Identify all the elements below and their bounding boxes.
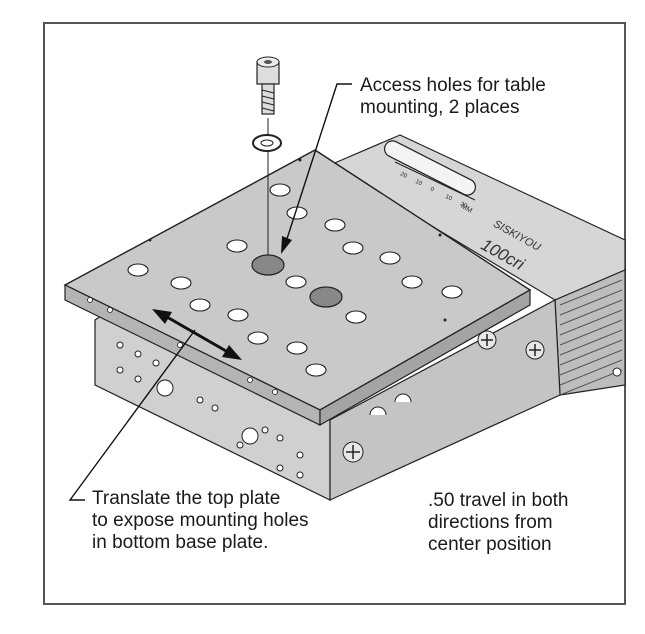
actuator-rail bbox=[328, 134, 626, 396]
top-plate bbox=[63, 149, 532, 427]
travel-callout: .50 travel in both directions from cente… bbox=[428, 490, 569, 555]
translate-callout: Translate the top plate to expose mounti… bbox=[92, 488, 309, 553]
access-holes-callout: Access holes for table mounting, 2 place… bbox=[360, 75, 546, 118]
translation-arrow bbox=[152, 309, 242, 360]
travel-scale bbox=[383, 140, 477, 201]
scale-number: 10 bbox=[444, 194, 453, 203]
scale-number: 0 bbox=[429, 186, 435, 193]
scale-number: 10 bbox=[414, 179, 423, 188]
scale-number: 20 bbox=[399, 171, 408, 180]
scale-number: 20 bbox=[459, 201, 468, 210]
washer bbox=[252, 134, 282, 152]
mounting-screw bbox=[256, 56, 280, 115]
leader-access-holes bbox=[281, 83, 352, 254]
leader-translate bbox=[68, 329, 196, 501]
